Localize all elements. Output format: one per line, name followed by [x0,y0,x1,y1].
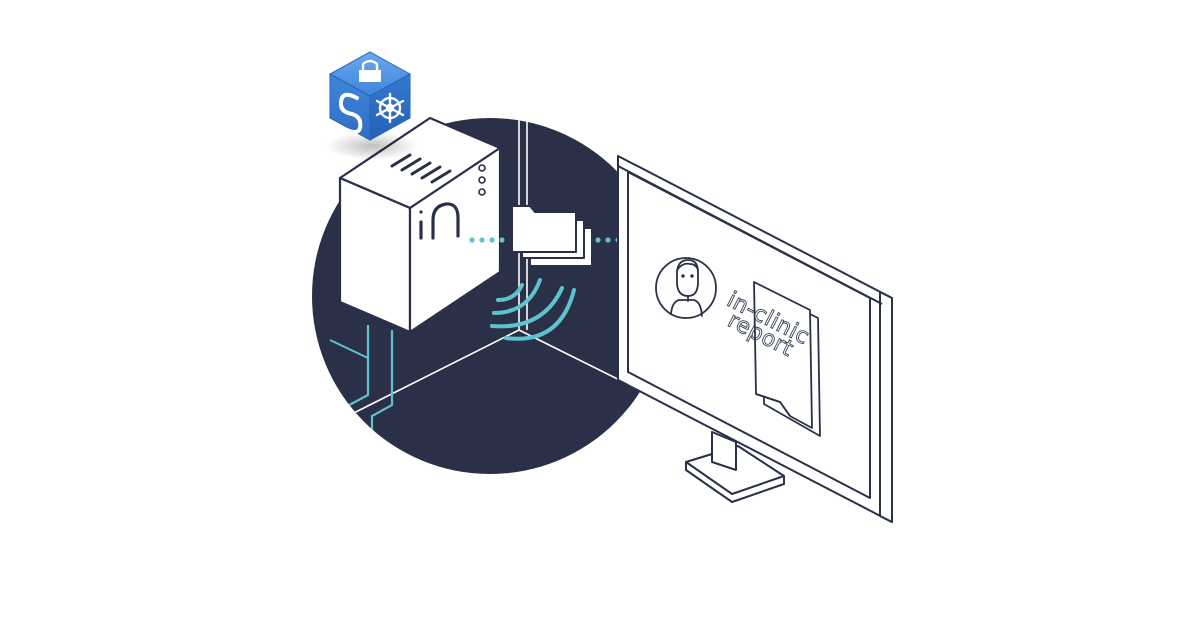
lock-icon [359,59,381,82]
device-logo-icon [419,202,460,240]
security-kubernetes-badge [326,51,418,160]
kubernetes-helm-icon [375,92,405,124]
folder-stack-icon [511,205,593,267]
server-device [338,116,502,334]
patient-avatar-icon [655,257,717,319]
vent-slots [390,153,452,184]
s-logo-icon [338,92,363,134]
report-document-icon [753,281,821,437]
status-leds [478,164,486,196]
wireless-signal-icon [490,278,576,341]
